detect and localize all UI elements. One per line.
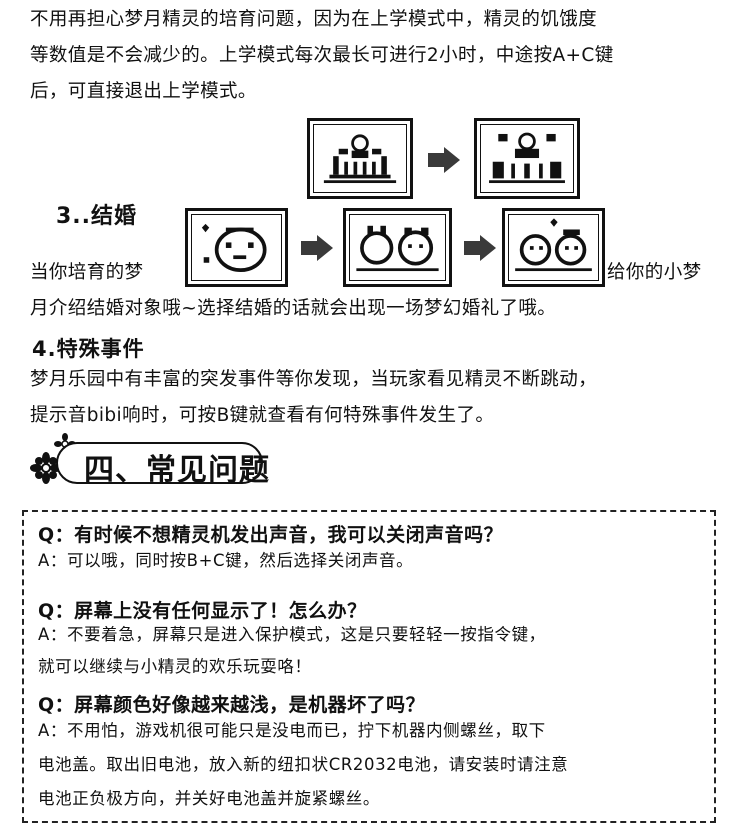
school-scene-image-1 [307, 118, 413, 199]
marriage-scene-image-3 [502, 208, 605, 287]
faq-answer-1-line-1: A：可以哦，同时按B+C键，然后选择关闭声音。 [38, 551, 414, 570]
faq-box [22, 510, 716, 823]
faq-answer-3-line-1: A：不用怕，游戏机很可能只是没电而已，拧下机器内侧螺丝，取下 [38, 721, 546, 740]
arrow-right-icon [464, 235, 496, 261]
marriage-scene-image-1 [185, 208, 288, 287]
marriage-line-1-right: 给你的小梦 [607, 262, 702, 283]
faq-question-3: Q：屏幕颜色好像越来越浅，是机器坏了吗？ [38, 694, 426, 716]
special-title: 4.特殊事件 [32, 337, 145, 361]
faq-answer-2-line-2: 就可以继续与小精灵的欢乐玩耍咯！ [38, 657, 312, 676]
school-scene-image-2 [474, 118, 580, 199]
arrow-right-icon [301, 235, 333, 261]
spirit-with-heart-illustration [201, 223, 267, 272]
faq-heading-frame [56, 442, 263, 484]
special-line-1: 梦月乐园中有丰富的突发事件等你发现，当玩家看见精灵不断跳动， [30, 369, 598, 390]
two-spirits-meeting-illustration [356, 225, 439, 272]
marriage-line-2: 月介绍结婚对象哦~选择结婚的话就会出现一场梦幻婚礼了哦。 [30, 298, 557, 319]
faq-answer-3-line-3: 电池正负极方向，并关好电池盖并旋紧螺丝。 [38, 789, 380, 808]
school-building-illustration [323, 134, 397, 184]
faq-answer-2-line-1: A：不要着急，屏幕只是进入保护模式，这是只要轻轻一按指令键， [38, 625, 546, 644]
wedding-couple-illustration [515, 218, 592, 272]
school-students-illustration [489, 132, 565, 184]
intro-line-3: 后，可直接退出上学模式。 [30, 81, 257, 102]
special-line-2: 提示音bibi响时，可按B键就查看有何特殊事件发生了。 [30, 405, 495, 426]
arrow-right-icon [428, 147, 460, 173]
marriage-line-1-left: 当你培育的梦 [30, 262, 144, 283]
marriage-scene-image-2 [343, 208, 452, 287]
intro-line-2: 等数值是不会减少的。上学模式每次最长可进行2小时，中途按A+C键 [30, 45, 614, 66]
faq-answer-3-line-2: 电池盖。取出旧电池，放入新的纽扣状CR2032电池，请安装时请注意 [38, 755, 569, 774]
faq-question-2: Q：屏幕上没有任何显示了！怎么办？ [38, 600, 367, 622]
marriage-title: 3..结婚 [56, 204, 138, 229]
flower-icon [30, 452, 62, 484]
faq-question-1: Q：有时候不想精灵机发出声音，我可以关闭声音吗？ [38, 524, 504, 546]
faq-heading: 四、常见问题 [84, 453, 270, 488]
intro-line-1: 不用再担心梦月精灵的培育问题，因为在上学模式中，精灵的饥饿度 [30, 9, 598, 30]
